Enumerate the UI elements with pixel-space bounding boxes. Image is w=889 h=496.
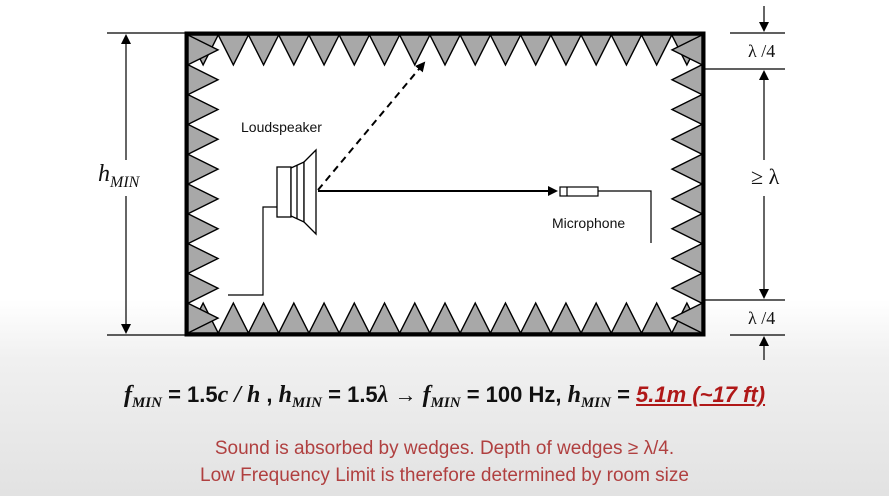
loudspeaker-cable xyxy=(228,206,277,296)
dim-middle-label: ≥ λ xyxy=(751,164,780,189)
wedge xyxy=(670,212,703,245)
min-height-result: 5.1m (~17 ft) xyxy=(636,382,766,407)
wedge xyxy=(670,153,703,186)
dim-arrow-mid-bottom xyxy=(759,289,769,299)
wedge xyxy=(610,301,643,334)
wedge xyxy=(428,301,462,334)
height-arrow-top xyxy=(121,34,131,44)
note-frequency-limit: Low Frequency Limit is therefore determi… xyxy=(200,465,689,486)
wedge xyxy=(610,34,643,67)
loudspeaker xyxy=(276,148,317,236)
wedge xyxy=(187,93,220,126)
wedge xyxy=(640,301,673,334)
microphone xyxy=(559,186,652,243)
note-wedges: Sound is absorbed by wedges. Depth of we… xyxy=(214,438,675,459)
wedge xyxy=(187,123,220,156)
h-min-label: hMIN xyxy=(98,161,141,191)
wedge xyxy=(187,212,220,245)
anechoic-chamber-diagram: Loudspeaker Microphone hMIN λ /4 ≥ λ λ /… xyxy=(98,6,785,360)
reflected-sound-path xyxy=(317,61,426,191)
right-dimension xyxy=(704,6,785,360)
wedge xyxy=(519,34,552,67)
wedge xyxy=(549,34,583,67)
wedge xyxy=(307,34,341,67)
wedge xyxy=(338,34,371,67)
wedge xyxy=(187,182,220,215)
loudspeaker-label: Loudspeaker xyxy=(241,119,322,135)
wedge xyxy=(217,34,250,67)
wedge xyxy=(489,34,522,67)
chamber-outer-wall xyxy=(184,31,706,337)
wedge xyxy=(368,34,401,67)
wedge xyxy=(640,34,673,67)
formula-line: fMIN = 1.5c / h , hMIN = 1.5λ → fMIN = 1… xyxy=(123,382,766,411)
wedge xyxy=(277,34,311,67)
wedge xyxy=(670,33,703,66)
wedge xyxy=(670,242,703,275)
wedge xyxy=(187,33,220,66)
wedge xyxy=(247,34,280,67)
wedge xyxy=(187,242,220,275)
wedge xyxy=(398,34,432,67)
wedge xyxy=(187,153,220,186)
wedge xyxy=(398,301,432,334)
wedge xyxy=(670,302,703,335)
wedge xyxy=(277,301,311,334)
dim-arrow-mid-top xyxy=(759,70,769,80)
wedge xyxy=(217,301,250,334)
microphone-label: Microphone xyxy=(552,215,625,231)
wedge xyxy=(670,182,703,215)
wedge xyxy=(489,301,522,334)
wedge xyxy=(458,34,492,67)
wedge xyxy=(519,301,552,334)
wedge xyxy=(579,301,613,334)
wedge xyxy=(458,301,492,334)
wedge xyxy=(187,272,220,305)
wedge xyxy=(579,34,613,67)
height-arrow-bottom xyxy=(121,324,131,334)
wedge xyxy=(307,301,341,334)
wedge xyxy=(368,301,401,334)
absorbing-wedges xyxy=(186,33,704,335)
dim-bottom-label: λ /4 xyxy=(748,308,775,328)
wedge xyxy=(338,301,371,334)
dim-arrow-bottom-outer xyxy=(759,336,769,346)
height-dimension xyxy=(107,32,186,336)
dim-top-label: λ /4 xyxy=(748,41,775,61)
wedge xyxy=(428,34,462,67)
wedge xyxy=(187,302,220,335)
wedge xyxy=(247,301,280,334)
wedge xyxy=(670,123,703,156)
dim-arrow-top-outer xyxy=(759,22,769,32)
wedge xyxy=(670,93,703,126)
wedge xyxy=(549,301,583,334)
wedge xyxy=(187,63,220,96)
wedge xyxy=(670,63,703,96)
wedge xyxy=(670,272,703,305)
